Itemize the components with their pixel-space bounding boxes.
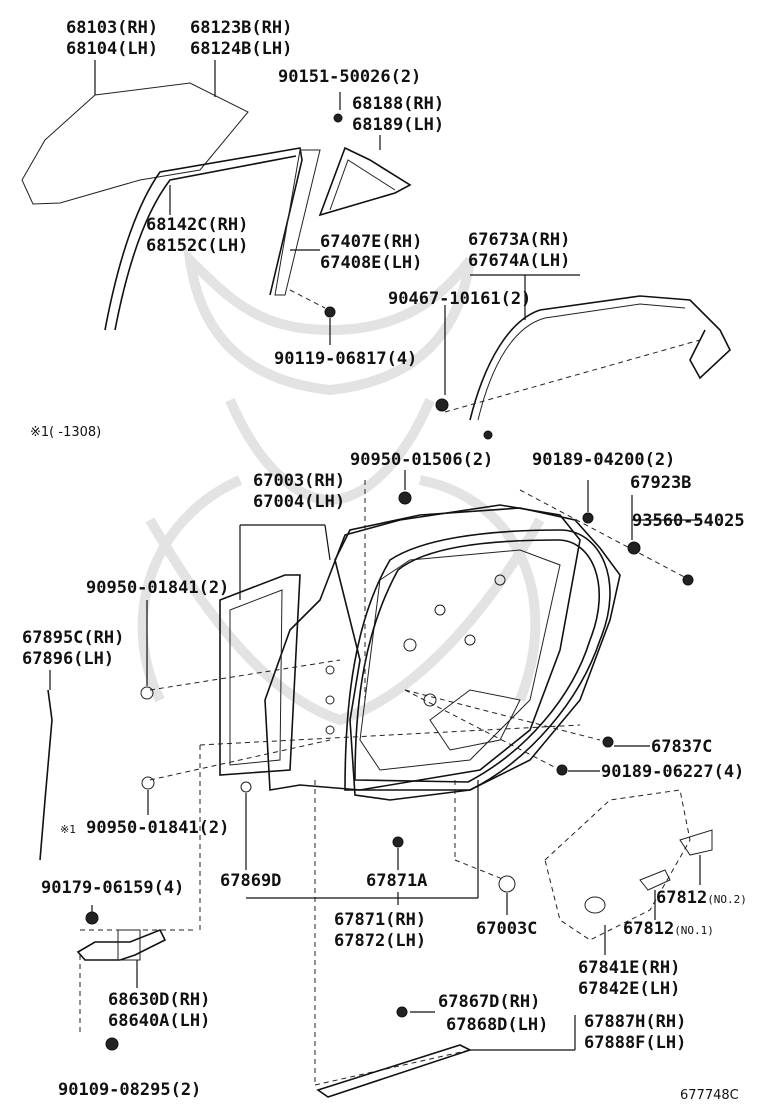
label-67837c[interactable]: 67837C: [651, 737, 713, 757]
label-qglass-lh[interactable]: 68124B(LH): [190, 39, 293, 59]
label-67812-no2[interactable]: 67812(NO.2): [656, 888, 747, 910]
plug-90950-left2[interactable]: [141, 776, 155, 790]
clip-67837c[interactable]: [602, 736, 650, 748]
label-run-lh[interactable]: 68189(LH): [352, 115, 445, 135]
door-check-rod[interactable]: [39, 670, 53, 861]
service-hole-cover[interactable]: [544, 789, 691, 955]
label-67869d[interactable]: 67869D: [220, 871, 282, 891]
watermark-emblem: [137, 245, 545, 726]
footnote: ※1( -1308): [30, 425, 101, 440]
label-plug-top[interactable]: 90950-01506(2): [350, 450, 494, 470]
plug-90950-left[interactable]: [140, 686, 154, 700]
door-weatherstrip[interactable]: [344, 529, 611, 791]
label-clip-right[interactable]: 90189-06227(4): [601, 762, 745, 782]
plug-67003c[interactable]: [498, 875, 516, 893]
label-run-rh[interactable]: 68188(RH): [352, 94, 445, 114]
assembly-guides: [79, 480, 691, 1086]
label-clip-molding[interactable]: 90467-10161(2): [388, 289, 532, 309]
label-67812-no1[interactable]: 67812(NO.1): [623, 919, 714, 941]
footnote-marker: ※1: [30, 425, 50, 440]
label-panel-lh[interactable]: 67004(LH): [253, 492, 346, 512]
label-no1: (NO.1): [674, 924, 714, 937]
label-bolt-bottom[interactable]: 90109-08295(2): [58, 1080, 202, 1100]
label-qglass-rh[interactable]: 68123B(RH): [190, 18, 293, 38]
label-panel-rh[interactable]: 67003(RH): [253, 471, 346, 491]
label-67003c[interactable]: 67003C: [476, 919, 538, 939]
rear-door-panel[interactable]: [239, 504, 621, 801]
rear-door-glass[interactable]: [21, 60, 249, 205]
label-check-rh[interactable]: 67895C(RH): [22, 628, 125, 648]
label-cover-rh[interactable]: 67841E(RH): [578, 958, 681, 978]
diagram-id: 677748C: [680, 1088, 739, 1103]
label-67812-no2-num: 67812: [656, 888, 708, 908]
label-plug-left2-text: 90950-01841(2): [86, 818, 230, 838]
label-hinge-lh[interactable]: 68640A(LH): [108, 1011, 211, 1031]
door-hinge[interactable]: [76, 905, 167, 1051]
label-cover-lh[interactable]: 67842E(LH): [578, 979, 681, 999]
door-frame-channel[interactable]: [104, 147, 303, 331]
label-clip-top[interactable]: 90189-04200(2): [532, 450, 676, 470]
label-glass-rh[interactable]: 68103(RH): [66, 18, 159, 38]
label-ws-main-lh[interactable]: 67872(LH): [334, 931, 427, 951]
label-bolt-mid[interactable]: 90119-06817(4): [274, 349, 418, 369]
label-frame-rh[interactable]: 68142C(RH): [146, 215, 249, 235]
label-molding2-rh[interactable]: 67867D(RH): [438, 992, 541, 1012]
label-67923b[interactable]: 67923B: [630, 473, 692, 493]
label-screw-top[interactable]: 90151-50026(2): [278, 67, 422, 87]
leader-lines: [146, 470, 700, 915]
clip-90189-right[interactable]: [556, 764, 600, 776]
plug-90950-top[interactable]: [398, 491, 412, 505]
screw-93560[interactable]: [682, 574, 694, 586]
clip-67871a[interactable]: [392, 836, 404, 848]
pad-67812[interactable]: [639, 829, 713, 920]
label-plug-left2-mark: ※1: [60, 823, 76, 836]
part-67923b-shape[interactable]: [627, 541, 641, 555]
label-belt-lh[interactable]: 67888F(LH): [584, 1033, 687, 1053]
label-no2: (NO.2): [707, 893, 747, 906]
label-bolt-hinge[interactable]: 90179-06159(4): [41, 878, 185, 898]
clip-67869d[interactable]: [240, 781, 252, 793]
roof-molding[interactable]: [435, 274, 731, 440]
label-67871a[interactable]: 67871A: [366, 871, 428, 891]
label-93560[interactable]: 93560-54025: [632, 511, 745, 531]
label-glass-lh[interactable]: 68104(LH): [66, 39, 159, 59]
label-frame-lh[interactable]: 68152C(LH): [146, 236, 249, 256]
label-check-lh[interactable]: 67896(LH): [22, 649, 115, 669]
door-outer-frame[interactable]: [219, 574, 301, 776]
label-67812-no1-num: 67812: [623, 919, 675, 939]
label-molding-lh[interactable]: 67674A(LH): [468, 251, 571, 271]
label-ws-lh[interactable]: 67408E(LH): [320, 253, 423, 273]
label-ws-rh[interactable]: 67407E(RH): [320, 232, 423, 252]
bolt-90119[interactable]: [289, 289, 336, 345]
label-molding2-lh[interactable]: 67868D(LH): [446, 1015, 549, 1035]
label-molding-rh[interactable]: 67673A(RH): [468, 230, 571, 250]
quarter-window-run[interactable]: [274, 92, 412, 296]
label-belt-rh[interactable]: 67887H(RH): [584, 1012, 687, 1032]
label-hinge-rh[interactable]: 68630D(RH): [108, 990, 211, 1010]
label-plug-left[interactable]: 90950-01841(2): [86, 578, 230, 598]
footnote-text: ( -1308): [49, 425, 102, 440]
belt-molding[interactable]: [316, 1006, 576, 1098]
label-ws-main-rh[interactable]: 67871(RH): [334, 910, 427, 930]
label-plug-left2[interactable]: ※1 90950-01841(2): [60, 818, 229, 840]
clip-90189-top[interactable]: [582, 480, 594, 524]
